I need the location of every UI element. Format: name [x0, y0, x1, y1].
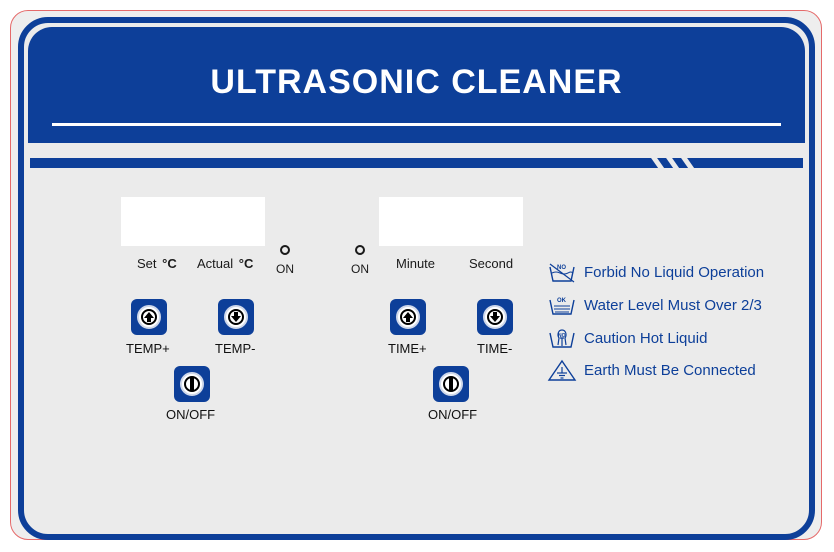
- button-core: [443, 376, 459, 392]
- warning-text: Water Level Must Over 2/3: [584, 296, 762, 314]
- heater-led: [280, 245, 290, 255]
- earth-ground-icon: [547, 359, 577, 381]
- panel-title: ULTRASONIC CLEANER: [210, 63, 623, 101]
- set-temp-label: Set °C: [137, 256, 177, 271]
- warning-hot-liquid: NO Caution Hot Liquid: [547, 327, 707, 349]
- timer-led-label: ON: [351, 262, 369, 276]
- heater-led-label: ON: [276, 262, 294, 276]
- arrow-up-icon: [144, 312, 154, 322]
- warning-badge: NO: [558, 333, 566, 339]
- warning-text: Earth Must Be Connected: [584, 361, 756, 379]
- button-core: [184, 376, 200, 392]
- time-minus-label: TIME-: [477, 341, 513, 356]
- arrow-up-icon: [403, 312, 413, 322]
- temp-minus-button[interactable]: [218, 299, 254, 335]
- header-bar: ULTRASONIC CLEANER: [28, 27, 805, 143]
- second-label: Second: [469, 256, 514, 271]
- time-plus-button[interactable]: [390, 299, 426, 335]
- warning-earth-ground: Earth Must Be Connected: [547, 359, 756, 381]
- heater-power-label: ON/OFF: [166, 407, 216, 422]
- timer-led: [355, 245, 365, 255]
- water-level-icon: OK: [549, 298, 575, 315]
- no-liquid-icon: NO: [549, 263, 575, 283]
- warning-badge: OK: [557, 298, 567, 304]
- button-core: [141, 309, 157, 325]
- accent-stripe: [30, 158, 803, 168]
- warning-badge: NO: [557, 265, 566, 271]
- arrow-down-icon: [231, 312, 241, 322]
- title-underline: [52, 123, 781, 126]
- warning-text: Forbid No Liquid Operation: [584, 263, 765, 281]
- timer-power-label: ON/OFF: [428, 407, 478, 422]
- arrow-down-icon: [490, 312, 500, 322]
- warning-text: Caution Hot Liquid: [584, 329, 708, 347]
- timer-display: [379, 197, 523, 246]
- time-minus-button[interactable]: [477, 299, 513, 335]
- temp-plus-button[interactable]: [131, 299, 167, 335]
- control-panel: ULTRASONIC CLEANER: [18, 17, 815, 540]
- button-core: [487, 309, 503, 325]
- temp-minus-label: TEMP-: [215, 341, 256, 356]
- actual-temp-label: Actual °C: [197, 256, 254, 271]
- minute-label: Minute: [396, 256, 436, 271]
- timer-power-button[interactable]: [433, 366, 469, 402]
- button-core: [228, 309, 244, 325]
- warning-water-level: OK Water Level Must Over 2/3: [547, 294, 762, 316]
- warning-no-liquid: NO Forbid No Liquid Operation: [547, 261, 764, 283]
- button-core: [400, 309, 416, 325]
- power-icon: [190, 378, 194, 390]
- hot-liquid-icon: NO: [549, 329, 575, 348]
- time-plus-label: TIME+: [388, 341, 427, 356]
- heater-power-button[interactable]: [174, 366, 210, 402]
- power-icon: [449, 378, 453, 390]
- temp-plus-label: TEMP+: [126, 341, 170, 356]
- temperature-display: [121, 197, 265, 246]
